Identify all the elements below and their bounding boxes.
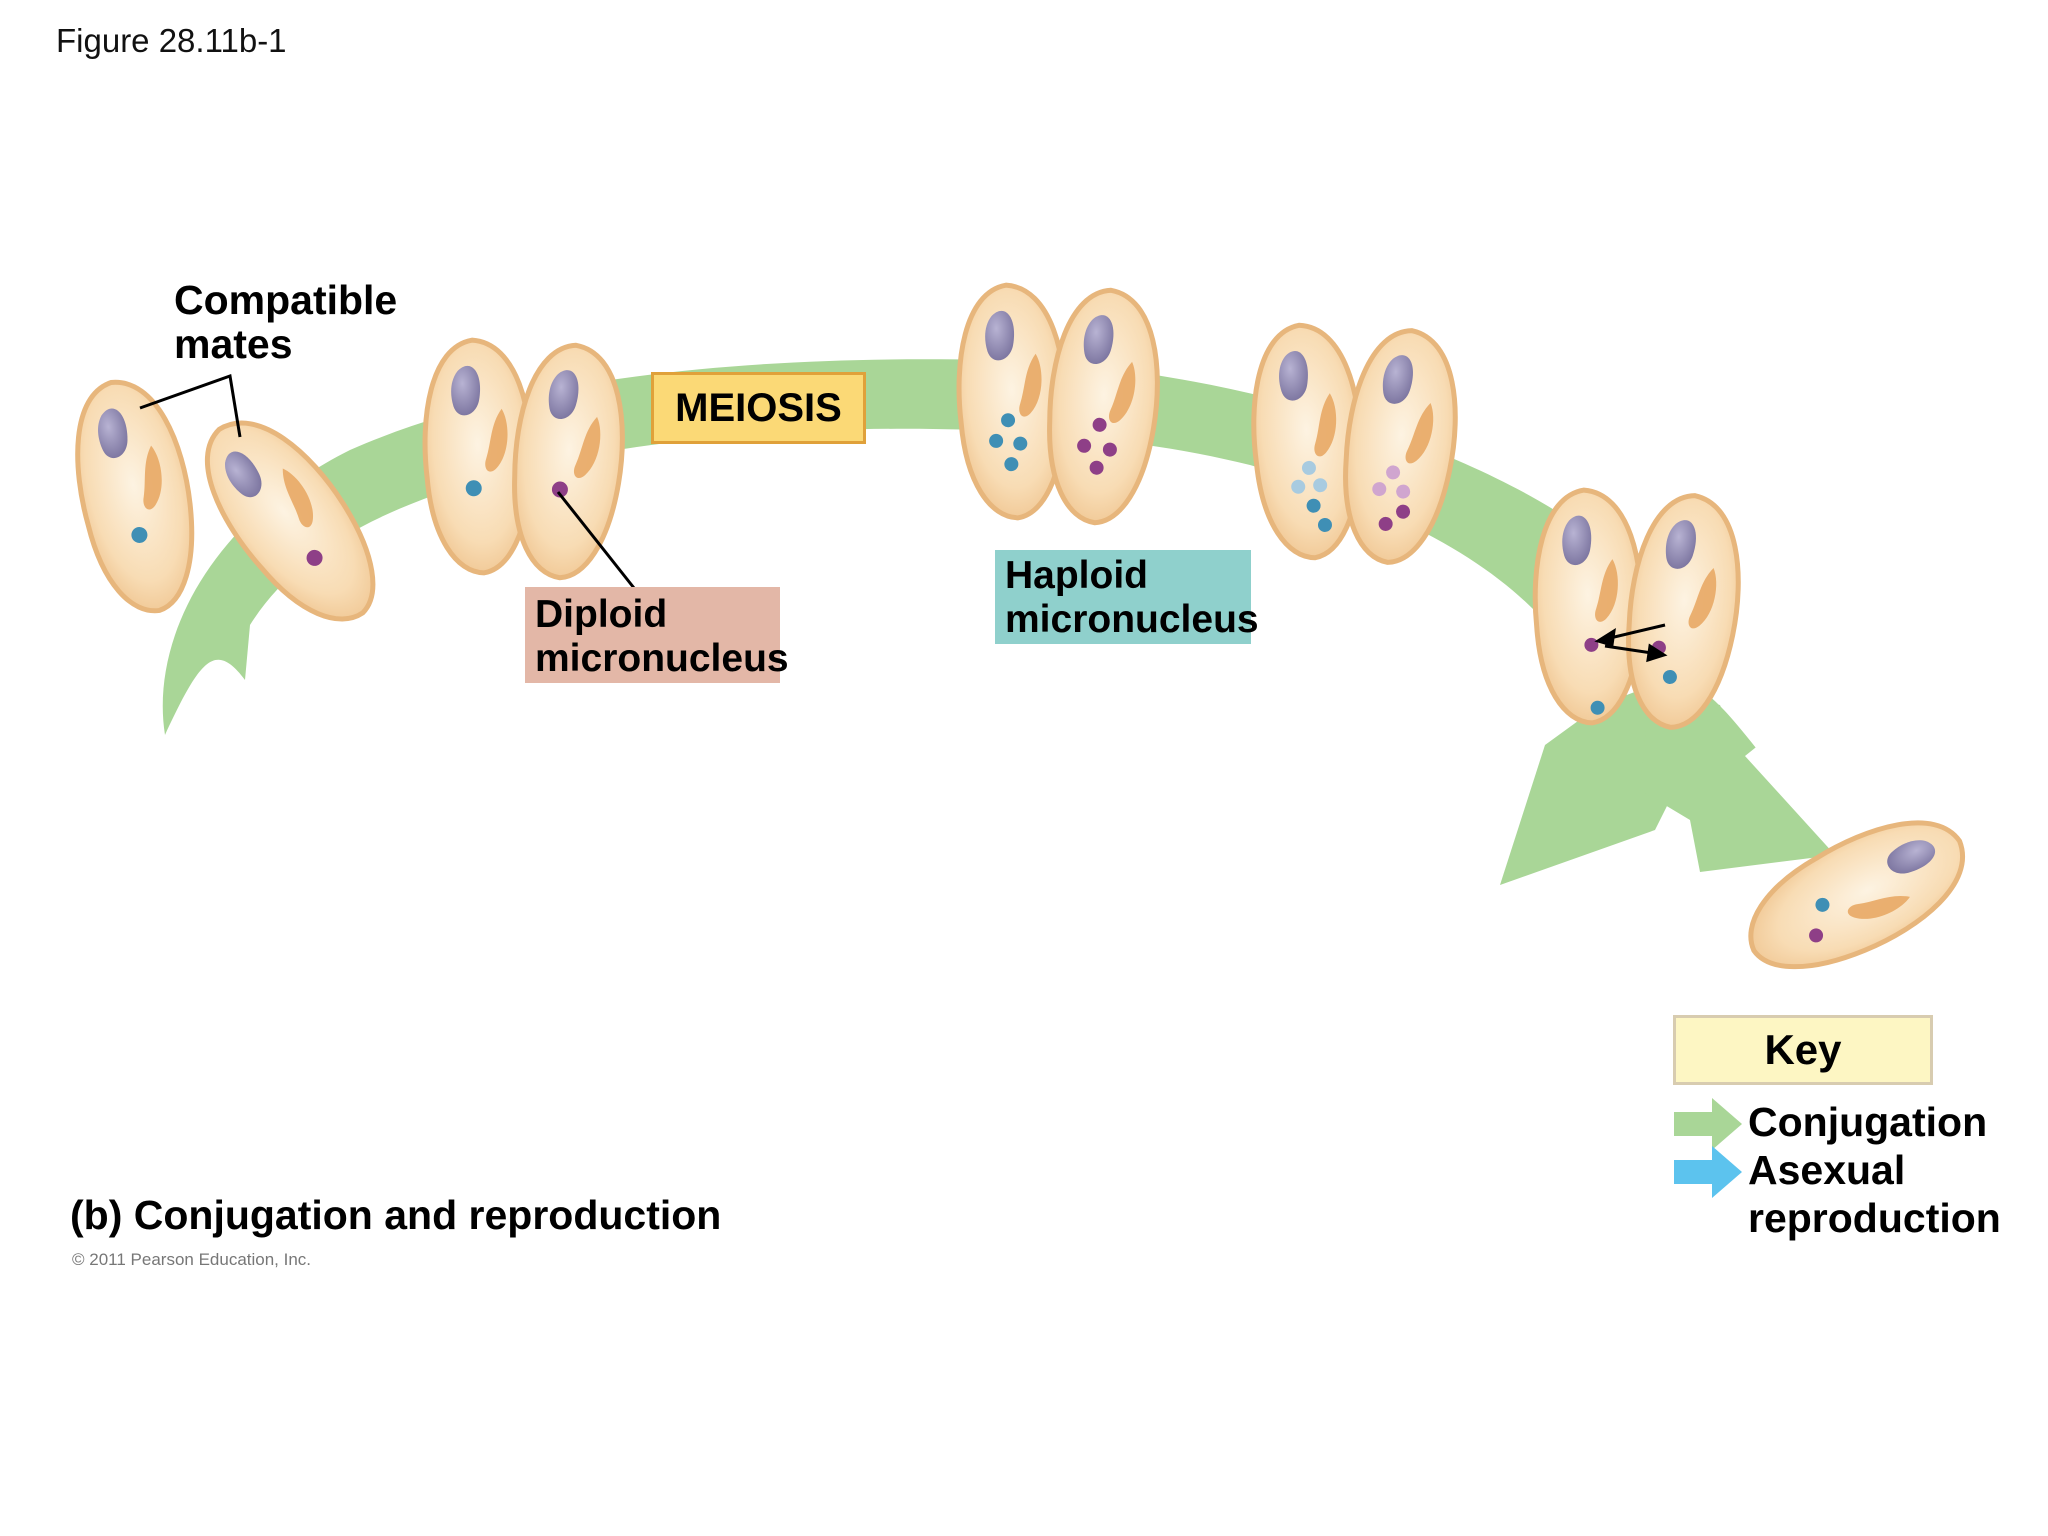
key-asexual-label: Asexual reproduction [1748,1147,2001,1241]
meiosis-label-box: MEIOSIS [651,372,866,444]
key-conjugation-arrow-icon [1674,1098,1742,1150]
paramecium-cell [953,282,1071,520]
key-title: Key [1673,1015,1933,1085]
haploid-micronucleus-label: Haploid micronucleus [995,550,1259,644]
paramecium-cell [507,342,629,582]
paramecium-cell [1618,490,1748,733]
paramecium-cell [178,397,405,646]
paramecium-cell [1042,287,1164,527]
key-conjugation-label: Conjugation [1748,1099,1988,1145]
figure-caption: (b) Conjugation and reproduction [70,1192,722,1238]
paramecium-cell [60,371,212,621]
diploid-micronucleus-label: Diploid micronucleus [525,587,789,683]
exchange-arrows [1594,623,1668,663]
paramecium-cell [1729,795,1985,998]
paramecium-cell [419,337,537,575]
paramecium-cell [1246,322,1368,562]
pointer-line [556,491,636,589]
compatible-mates-label: Compatible mates [174,277,398,367]
pointer-line [139,373,242,438]
key-asexual-arrow-icon [1674,1146,1742,1198]
figure-label: Figure 28.11b-1 [56,22,287,59]
paramecium-cell [1335,325,1465,568]
copyright-notice: © 2011 Pearson Education, Inc. [72,1250,312,1269]
